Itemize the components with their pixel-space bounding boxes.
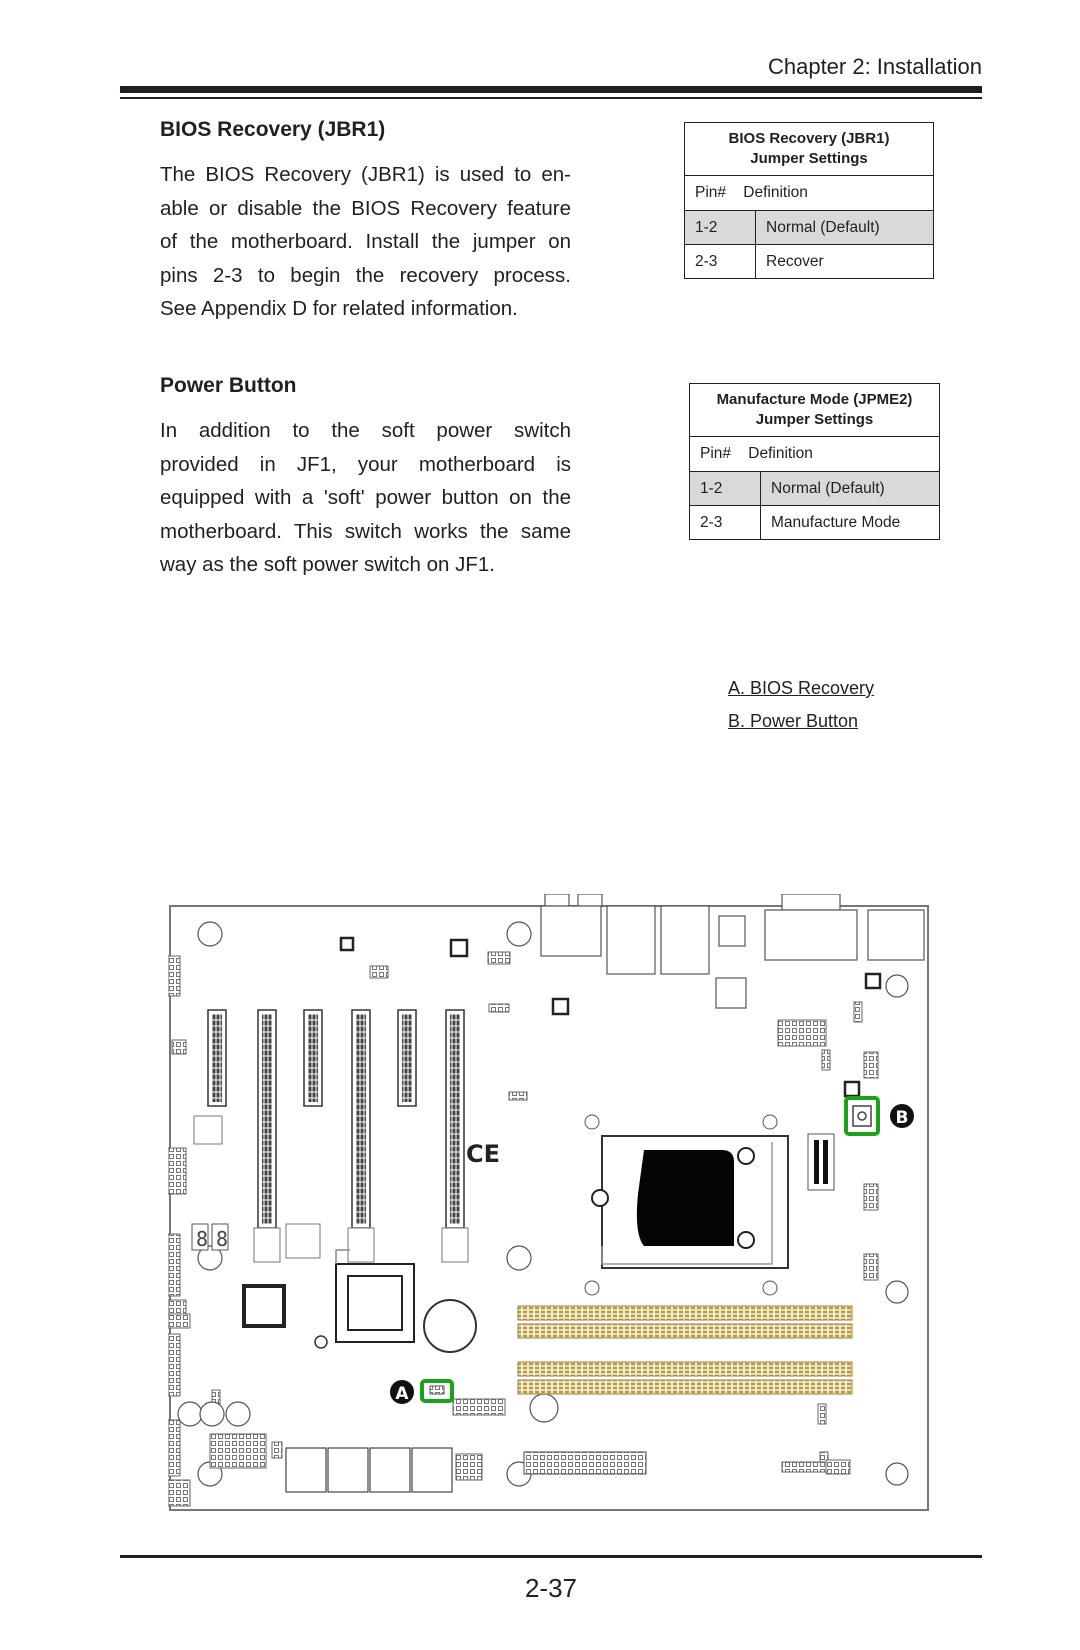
- table-row: 2-3 Recover: [684, 244, 934, 279]
- marker-b-badge: [890, 1104, 914, 1128]
- table-row: 1-2 Normal (Default): [684, 210, 934, 245]
- legend-bios-recovery: A. BIOS Recovery: [728, 678, 875, 698]
- table-title-line: Jumper Settings: [750, 150, 868, 167]
- rear-io-ports: [540, 894, 925, 1009]
- table-header: Pin# Definition: [690, 437, 940, 472]
- table-header: Pin# Definition: [685, 176, 934, 211]
- col-definition-header: Definition: [748, 445, 813, 462]
- pin-cell: 1-2: [689, 471, 761, 506]
- small-hole: [314, 1335, 328, 1349]
- super-io-chip: [242, 1284, 286, 1328]
- text-line: able or disable the BIOS Recovery featur…: [160, 196, 571, 220]
- power-button-text: In addition to the soft power switch pro…: [160, 414, 571, 582]
- capacitor: [225, 1401, 251, 1427]
- pcie-slots: [193, 1009, 469, 1263]
- power-button-heading: Power Button: [160, 374, 297, 397]
- marker-a-label: A: [395, 1384, 409, 1404]
- marker-a-badge: [390, 1380, 414, 1404]
- sata-ports: [285, 1447, 453, 1493]
- definition-cell: Recover: [755, 244, 934, 279]
- cmos-battery: [423, 1299, 477, 1353]
- capacitor: [199, 1401, 225, 1427]
- text-line: provided in JF1, your motherboard is: [160, 452, 571, 476]
- page-number: 2-37: [524, 1573, 578, 1603]
- cpu-socket: [584, 1114, 789, 1296]
- power-button-highlight: [844, 1096, 880, 1136]
- table-title-line: BIOS Recovery (JBR1): [728, 130, 890, 147]
- pin-cell: 2-3: [689, 505, 761, 540]
- dimm-slots: [517, 1305, 853, 1395]
- legend-power-button: B. Power Button: [728, 711, 859, 731]
- table-title-line: Jumper Settings: [755, 411, 874, 428]
- col-pin-header: Pin#: [700, 445, 732, 462]
- svg-text:8: 8: [216, 1227, 228, 1251]
- ce-mark: CE: [466, 1140, 500, 1168]
- jbr1-settings-table: BIOS Recovery (JBR1) Jumper Settings Pin…: [684, 122, 934, 279]
- header-rule-thin: [120, 97, 982, 99]
- definition-cell: Normal (Default): [760, 471, 940, 506]
- jbr1-jumper: [429, 1385, 445, 1395]
- pin-cell: 1-2: [684, 210, 756, 245]
- text-line: The BIOS Recovery (JBR1) is used to en-: [160, 163, 571, 186]
- atx-power-connector: [523, 1451, 647, 1475]
- text-line: In addition to the soft power switch: [160, 419, 571, 442]
- text-line: motherboard. This switch works the same: [160, 519, 571, 543]
- table-row: 1-2 Normal (Default): [689, 471, 940, 506]
- definition-cell: Manufacture Mode: [760, 505, 940, 540]
- vertical-connector: [807, 1133, 835, 1191]
- power-button-cap: [857, 1111, 867, 1121]
- capacitor: [177, 1401, 203, 1427]
- power-button-switch: [852, 1105, 872, 1127]
- table-title-line: Manufacture Mode (JPME2): [716, 391, 913, 408]
- text-line: See Appendix D for related information.: [160, 297, 518, 320]
- chipset: [335, 1249, 415, 1343]
- jpme2-settings-table: Manufacture Mode (JPME2) Jumper Settings…: [689, 383, 940, 540]
- table-title: BIOS Recovery (JBR1) Jumper Settings: [684, 122, 934, 176]
- jbr1-highlight: [420, 1379, 454, 1403]
- chapter-title: Chapter 2: Installation: [767, 54, 982, 79]
- text-line: equipped with a 'soft' power button on t…: [160, 486, 571, 509]
- table-row: 2-3 Manufacture Mode: [689, 505, 940, 540]
- col-pin-header: Pin#: [695, 184, 727, 201]
- pin-cell: 2-3: [684, 244, 756, 279]
- marker-b-power-button: B: [844, 1096, 914, 1136]
- marker-a-jbr1: A: [390, 1379, 454, 1404]
- definition-cell: Normal (Default): [755, 210, 934, 245]
- cpu-power-connector: [777, 1019, 827, 1047]
- small-chips: [339, 936, 882, 1098]
- bios-recovery-text: The BIOS Recovery (JBR1) is used to en- …: [160, 158, 571, 326]
- table-title: Manufacture Mode (JPME2) Jumper Settings: [689, 383, 940, 437]
- motherboard-diagram: 8 8 CE: [168, 894, 929, 1511]
- capacitor: [529, 1393, 559, 1423]
- footer-rule: [120, 1555, 982, 1558]
- text-line: pins 2-3 to begin the recovery process.: [160, 263, 571, 287]
- col-definition-header: Definition: [743, 184, 808, 201]
- svg-text:8: 8: [196, 1227, 208, 1251]
- header-rule: [120, 86, 982, 93]
- left-headers: [168, 951, 879, 1507]
- marker-b-label: B: [896, 1108, 909, 1128]
- text-line: of the motherboard. Install the jumper o…: [160, 230, 571, 253]
- post-code-leds: 8 8: [191, 1223, 229, 1251]
- text-line: way as the soft power switch on JF1.: [160, 553, 495, 576]
- bios-recovery-heading: BIOS Recovery (JBR1): [160, 118, 386, 141]
